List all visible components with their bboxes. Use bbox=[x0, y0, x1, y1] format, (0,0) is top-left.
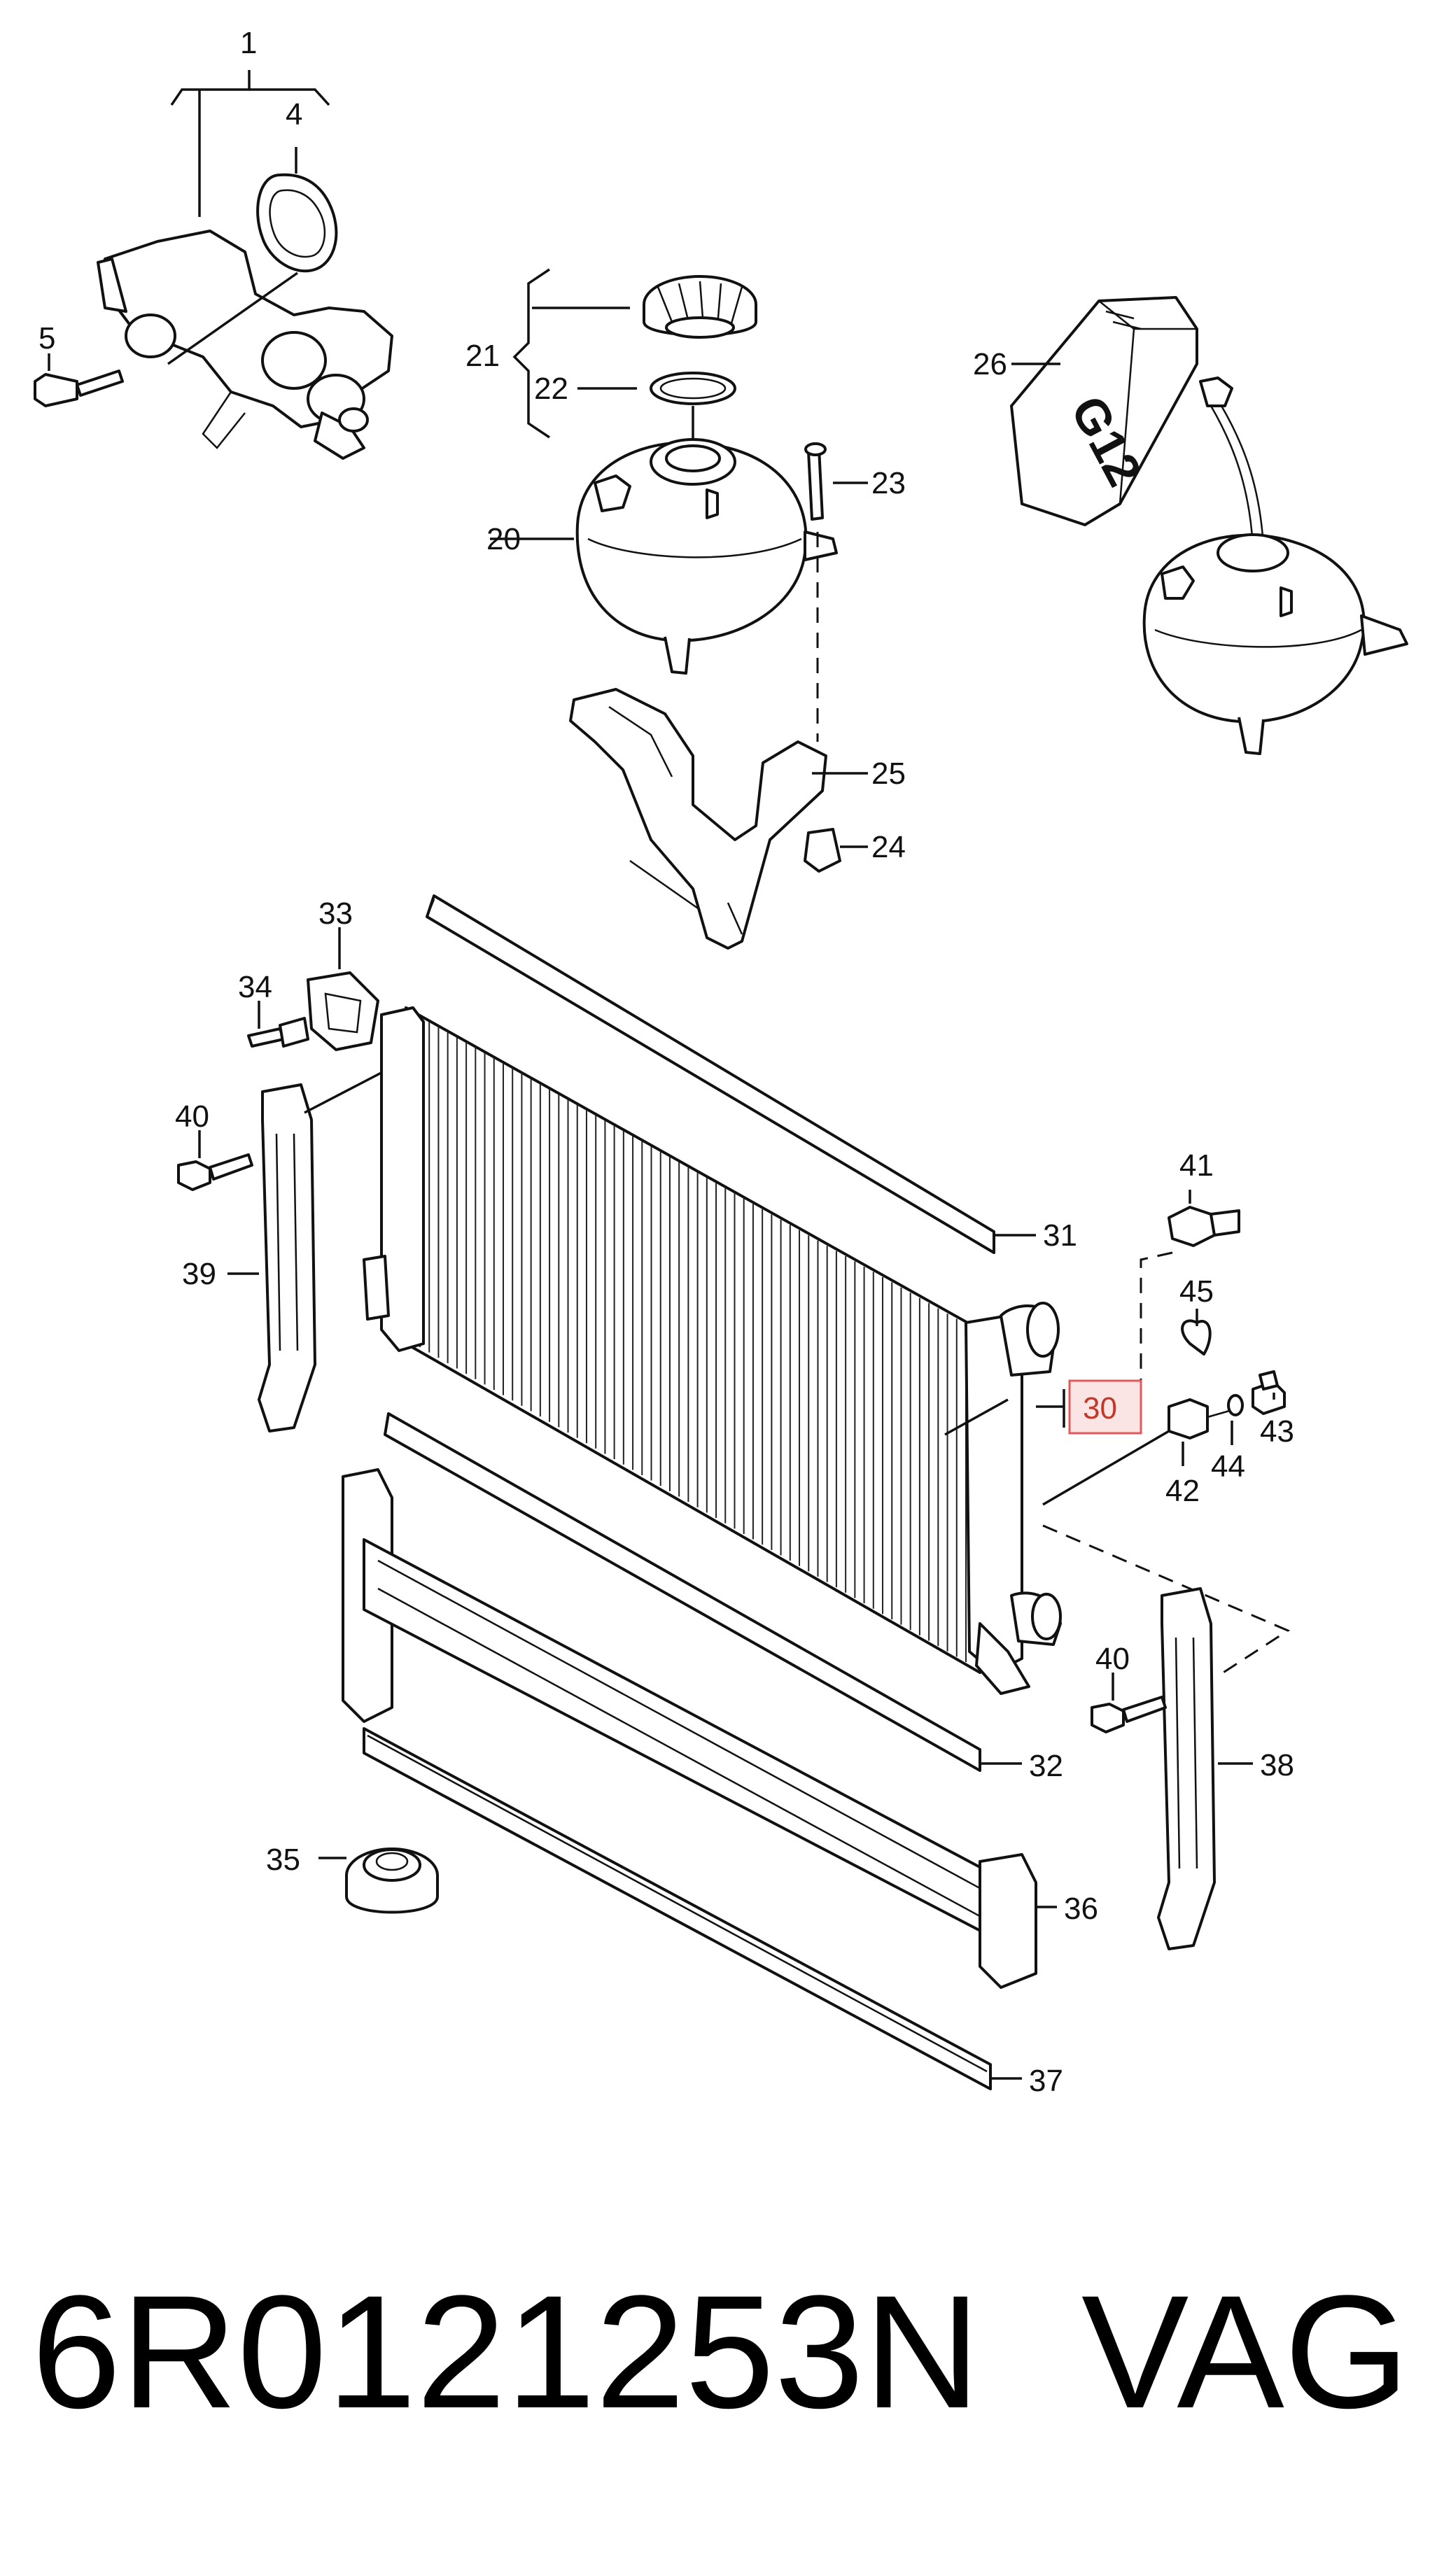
label-1: 1 bbox=[240, 26, 257, 60]
rubber-mount bbox=[247, 927, 379, 1051]
label-45: 45 bbox=[1179, 1274, 1214, 1309]
label-23: 23 bbox=[871, 466, 906, 500]
coolant-bottle-g12 bbox=[1010, 296, 1408, 755]
label-30: 30 bbox=[1083, 1391, 1117, 1426]
label-40-right: 40 bbox=[1095, 1642, 1130, 1676]
part-number: 6R0121253N bbox=[31, 2262, 981, 2442]
label-39: 39 bbox=[182, 1257, 216, 1291]
callout-labels: 1 4 5 20 21 22 23 24 25 26 30 31 32 33 3… bbox=[38, 26, 1294, 2098]
label-22: 22 bbox=[534, 372, 568, 406]
brand-name: VAG bbox=[1081, 2262, 1410, 2442]
label-31: 31 bbox=[1043, 1218, 1077, 1253]
side-bracket-left bbox=[177, 1066, 393, 1433]
label-26: 26 bbox=[973, 347, 1007, 381]
label-43: 43 bbox=[1260, 1414, 1294, 1449]
label-41: 41 bbox=[1179, 1148, 1214, 1183]
label-34: 34 bbox=[238, 970, 272, 1004]
expansion-tank-assembly bbox=[490, 268, 868, 950]
label-44: 44 bbox=[1211, 1449, 1245, 1484]
label-42: 42 bbox=[1165, 1474, 1200, 1508]
label-36: 36 bbox=[1064, 1892, 1098, 1926]
highlight-box-30 bbox=[1068, 1379, 1142, 1435]
label-38: 38 bbox=[1260, 1748, 1294, 1782]
label-20: 20 bbox=[486, 522, 521, 556]
sensor-assembly bbox=[1042, 1190, 1291, 1677]
lower-components bbox=[318, 1412, 1057, 2090]
label-33: 33 bbox=[318, 896, 353, 931]
radiator bbox=[363, 894, 1065, 1695]
side-bracket-right bbox=[1091, 1587, 1253, 1950]
label-5: 5 bbox=[38, 321, 55, 356]
label-37: 37 bbox=[1029, 2064, 1063, 2098]
label-35: 35 bbox=[266, 1843, 300, 1877]
label-24: 24 bbox=[871, 830, 906, 864]
label-25: 25 bbox=[871, 756, 906, 791]
label-4: 4 bbox=[286, 97, 302, 132]
thermostat-housing bbox=[34, 70, 393, 460]
label-21: 21 bbox=[465, 339, 500, 373]
label-40-left: 40 bbox=[175, 1099, 209, 1134]
label-32: 32 bbox=[1029, 1749, 1063, 1783]
